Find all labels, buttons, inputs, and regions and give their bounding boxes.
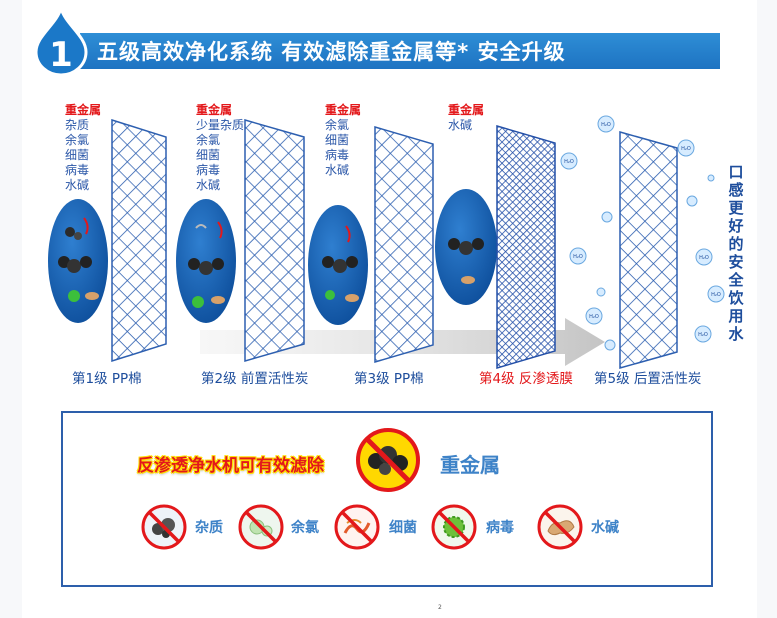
h2o-bubble-label: H₂O <box>711 292 721 298</box>
water-drop-icon: 1 <box>34 7 88 76</box>
stage3-target-list: 重金属 余氯 细菌 病毒 水碱 <box>325 103 361 178</box>
stage3-filter-pp <box>374 125 434 364</box>
h2o-bubble-label: H₂O <box>589 314 599 320</box>
stage2-target: 水碱 <box>196 178 221 192</box>
stage4-target-list: 重金属 水碱 <box>448 103 484 133</box>
water-molecule-bubbles: H₂O H₂O H₂O H₂O H₂O H₂O H₂O H₂O <box>560 115 725 351</box>
stage2-target-heavy-metal: 重金属 <box>196 103 233 117</box>
stage5-label: 第5级 后置活性炭 <box>594 371 702 387</box>
stage1-target: 细菌 <box>65 148 90 162</box>
stage4-target-heavy-metal: 重金属 <box>448 103 485 117</box>
virus-label: 病毒 <box>486 520 514 536</box>
stage3-target: 水碱 <box>325 163 350 177</box>
heavy-metal-prohibited-icon <box>356 428 420 492</box>
stage4-label: 第4级 反渗透膜 <box>479 371 573 387</box>
h2o-bubble-label: H₂O <box>699 255 709 261</box>
stage5-filter-carbon <box>619 131 678 369</box>
bacteria-prohibited-icon <box>334 504 380 550</box>
stage3-target: 余氯 <box>325 118 350 132</box>
heavy-metal-label: 重金属 <box>440 453 500 477</box>
limescale-prohibited-icon <box>537 504 583 550</box>
h2o-bubble-label: H₂O <box>573 254 583 260</box>
header-bar <box>80 33 720 69</box>
h2o-bubble-label: H₂O <box>681 146 691 152</box>
stage3-target: 细菌 <box>325 133 350 147</box>
impurities-prohibited-icon <box>141 504 187 550</box>
stage2-target-list: 重金属 少量杂质 余氯 细菌 病毒 水碱 <box>196 103 244 193</box>
stage1-target: 病毒 <box>65 163 90 177</box>
stage2-label: 第2级 前置活性炭 <box>201 371 309 387</box>
residual-chlorine-prohibited-icon <box>238 504 284 550</box>
virus-prohibited-icon <box>431 504 477 550</box>
step-number: 1 <box>49 35 73 75</box>
stage1-target-list: 重金属 杂质 余氯 细菌 病毒 水碱 <box>65 103 101 193</box>
h2o-bubble-label: H₂O <box>698 332 708 338</box>
stage2-target: 病毒 <box>196 163 221 177</box>
h2o-bubble-label: H₂O <box>601 122 611 128</box>
stage1-target: 杂质 <box>65 118 90 132</box>
stage2-target: 细菌 <box>196 148 221 162</box>
impurities-label: 杂质 <box>195 520 223 536</box>
limescale-label: 水碱 <box>591 520 619 536</box>
stage2-target: 余氯 <box>196 133 221 147</box>
stage1-target-heavy-metal: 重金属 <box>65 103 102 117</box>
stage1-filter-pp <box>111 118 167 363</box>
stage3-target-heavy-metal: 重金属 <box>325 103 362 117</box>
stage4-filter-ro-membrane <box>496 124 556 370</box>
h2o-bubble-label: H₂O <box>564 159 574 165</box>
page-title: 五级高效净化系统 有效滤除重金属等* 安全升级 <box>97 40 566 64</box>
stage1-target: 水碱 <box>65 178 90 192</box>
stage1-target: 余氯 <box>65 133 90 147</box>
stage3-target: 病毒 <box>325 148 350 162</box>
stage3-label: 第3级 PP棉 <box>354 371 424 387</box>
page-number: 2 <box>438 604 442 611</box>
residual-chlorine-label: 余氯 <box>291 520 319 536</box>
stage4-target: 水碱 <box>448 118 473 132</box>
stage2-filter-carbon <box>244 119 305 362</box>
stage1-label: 第1级 PP棉 <box>72 371 142 387</box>
bacteria-label: 细菌 <box>389 520 417 536</box>
ro-claim-text: 反渗透净水机可有效滤除 <box>137 456 324 476</box>
safe-drinking-water-caption: 口感更好的安全饮用水 <box>728 163 744 343</box>
stage2-target: 少量杂质 <box>196 118 245 132</box>
